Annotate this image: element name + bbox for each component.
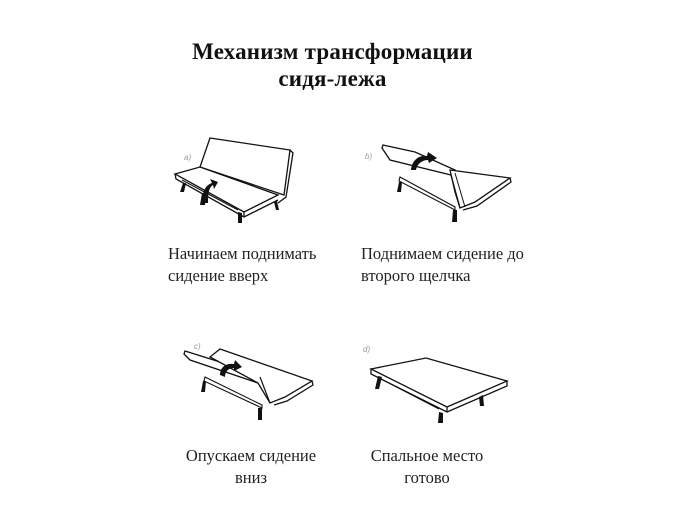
- step-b-illustration: b): [355, 130, 535, 230]
- diagram-title-line2: сидя-лежа: [278, 66, 387, 91]
- step-a-caption: Начинаем поднимать сидение вверх: [168, 243, 316, 287]
- step-d-caption: Спальное место готово: [360, 445, 494, 489]
- step-b-caption-line1: Поднимаем сидение до: [361, 244, 524, 263]
- step-c-caption: Опускаем сидение вниз: [174, 445, 328, 489]
- step-c-label: c): [194, 342, 201, 351]
- step-b-label: b): [365, 152, 372, 161]
- step-c-illustration: c): [170, 335, 350, 425]
- step-d-caption-line2: готово: [404, 468, 450, 487]
- step-b-caption-line2: второго щелчка: [361, 266, 471, 285]
- step-b-caption: Поднимаем сидение до второго щелчка: [361, 243, 524, 287]
- sofa-seat-lowering-icon: c): [183, 342, 314, 420]
- step-d-caption-line1: Спальное место: [370, 446, 484, 465]
- diagram-title-line1: Механизм трансформации: [192, 39, 473, 64]
- sofa-seated-icon: a): [173, 137, 294, 223]
- step-d-illustration: d): [355, 335, 535, 425]
- step-a-caption-line1: Начинаем поднимать: [168, 244, 317, 263]
- step-a-caption-line2: сидение вверх: [168, 266, 269, 285]
- step-a-illustration: a): [160, 125, 320, 235]
- step-a-label: a): [184, 153, 191, 162]
- sofa-seat-raised-icon: b): [365, 144, 512, 222]
- step-c-caption-line2: вниз: [235, 468, 267, 487]
- step-c-caption-line1: Опускаем сидение: [185, 446, 317, 465]
- step-d-label: d): [363, 345, 370, 354]
- flat-bed-icon: d): [363, 345, 509, 423]
